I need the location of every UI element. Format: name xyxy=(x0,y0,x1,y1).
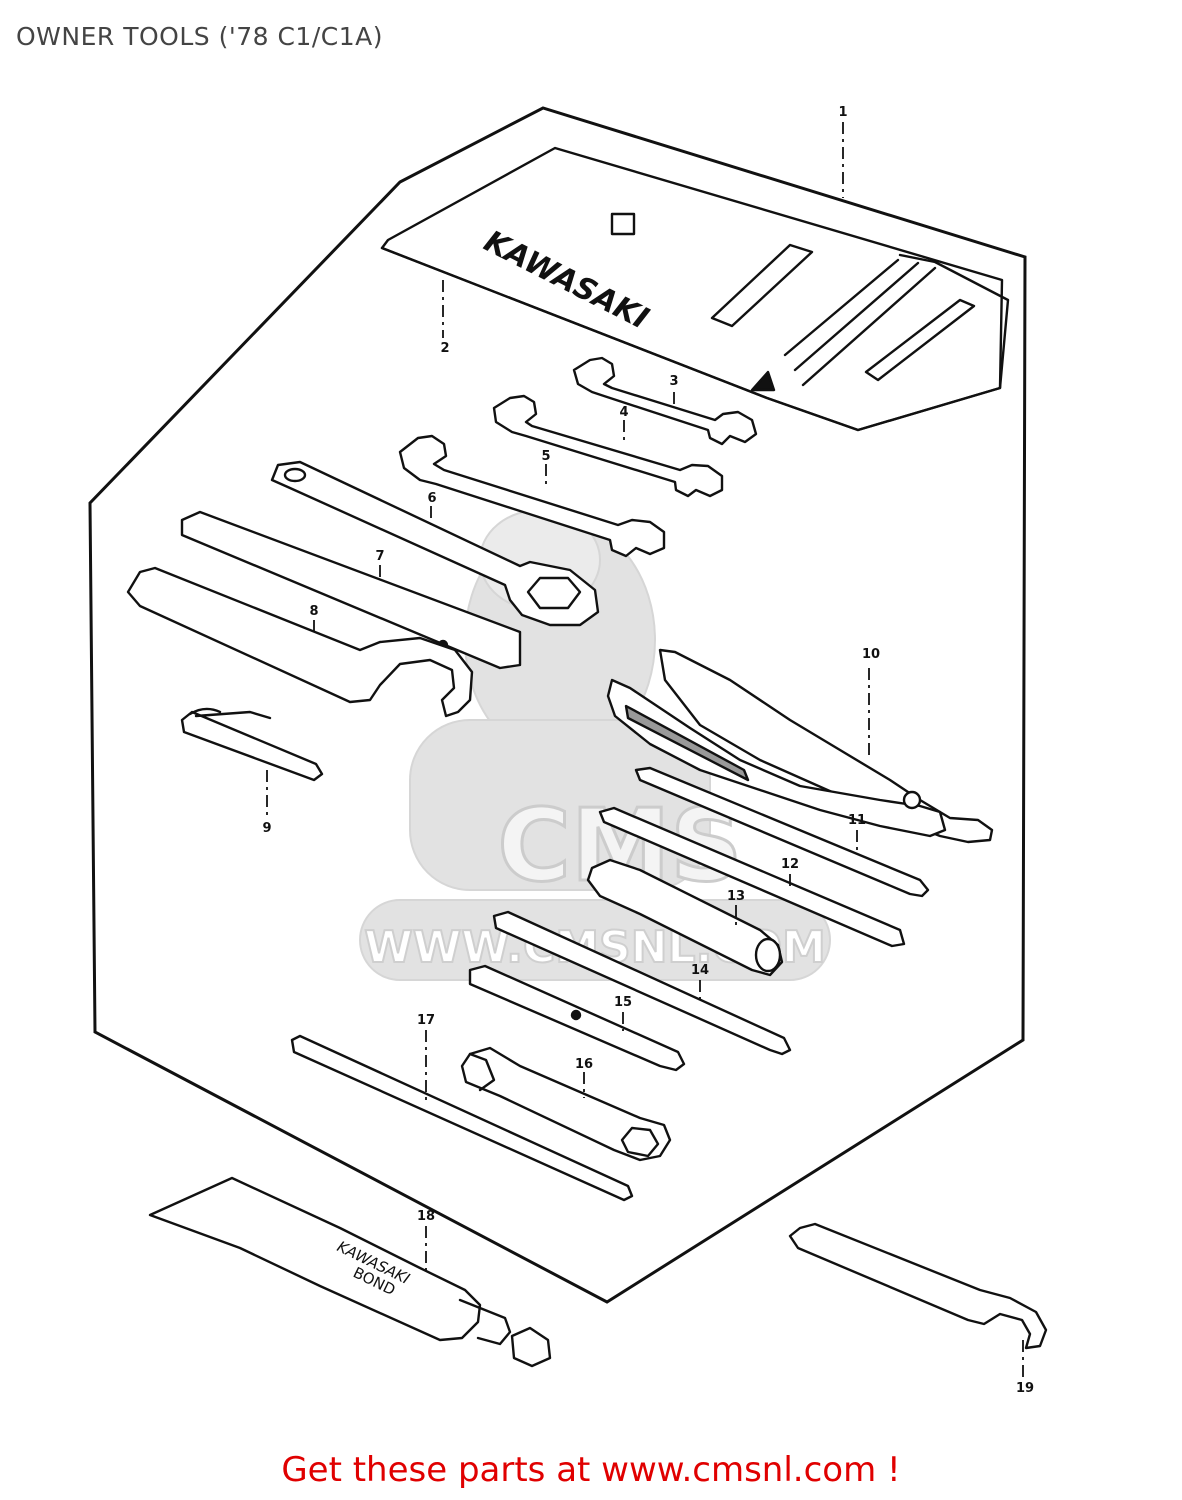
callout-2: 2 xyxy=(440,341,449,356)
callout-5: 5 xyxy=(541,449,550,464)
callout-3: 3 xyxy=(669,374,678,389)
tommy-bar-17 xyxy=(290,1034,634,1202)
callout-6: 6 xyxy=(427,491,436,506)
flat-tool-15 xyxy=(468,964,686,1072)
callout-1: 1 xyxy=(838,105,847,120)
screwdriver-handle-13 xyxy=(586,858,784,977)
callout-17: 17 xyxy=(417,1013,435,1028)
callout-10: 10 xyxy=(862,647,880,662)
feeler-gauge-9 xyxy=(180,707,324,782)
callout-12: 12 xyxy=(781,857,799,872)
callout-18: 18 xyxy=(417,1209,435,1224)
callout-9: 9 xyxy=(262,821,271,836)
hook-spanner-19 xyxy=(788,1222,1048,1350)
wrench-5 xyxy=(398,434,666,558)
callout-4: 4 xyxy=(619,405,628,420)
callout-14: 14 xyxy=(691,963,709,978)
wrench-3 xyxy=(572,356,758,446)
leader-lines xyxy=(266,122,1024,1378)
callout-15: 15 xyxy=(614,995,632,1010)
callout-11: 11 xyxy=(848,813,866,828)
page-title: OWNER TOOLS ('78 C1/C1A) xyxy=(16,22,383,51)
plug-wrench-16 xyxy=(460,1046,672,1162)
layout-frame xyxy=(88,106,1027,1304)
callout-13: 13 xyxy=(727,889,745,904)
hook-spanner-8 xyxy=(126,566,474,718)
screwdriver-shaft-14 xyxy=(492,910,792,1056)
callout-19: 19 xyxy=(1016,1381,1034,1396)
cmsnl-link[interactable]: Get these parts at www.cmsnl.com ! xyxy=(281,1450,901,1490)
callout-7: 7 xyxy=(375,549,384,564)
callout-8: 8 xyxy=(309,604,318,619)
ring-spanner-6 xyxy=(270,460,600,627)
tool-bag xyxy=(380,146,1010,432)
bond-tube-18 xyxy=(148,1176,552,1368)
pliers-10 xyxy=(606,648,994,844)
callout-16: 16 xyxy=(575,1057,593,1072)
screwdriver-shaft-12 xyxy=(598,806,906,948)
wrench-4 xyxy=(492,394,724,498)
screwdriver-shaft-11 xyxy=(634,766,930,898)
